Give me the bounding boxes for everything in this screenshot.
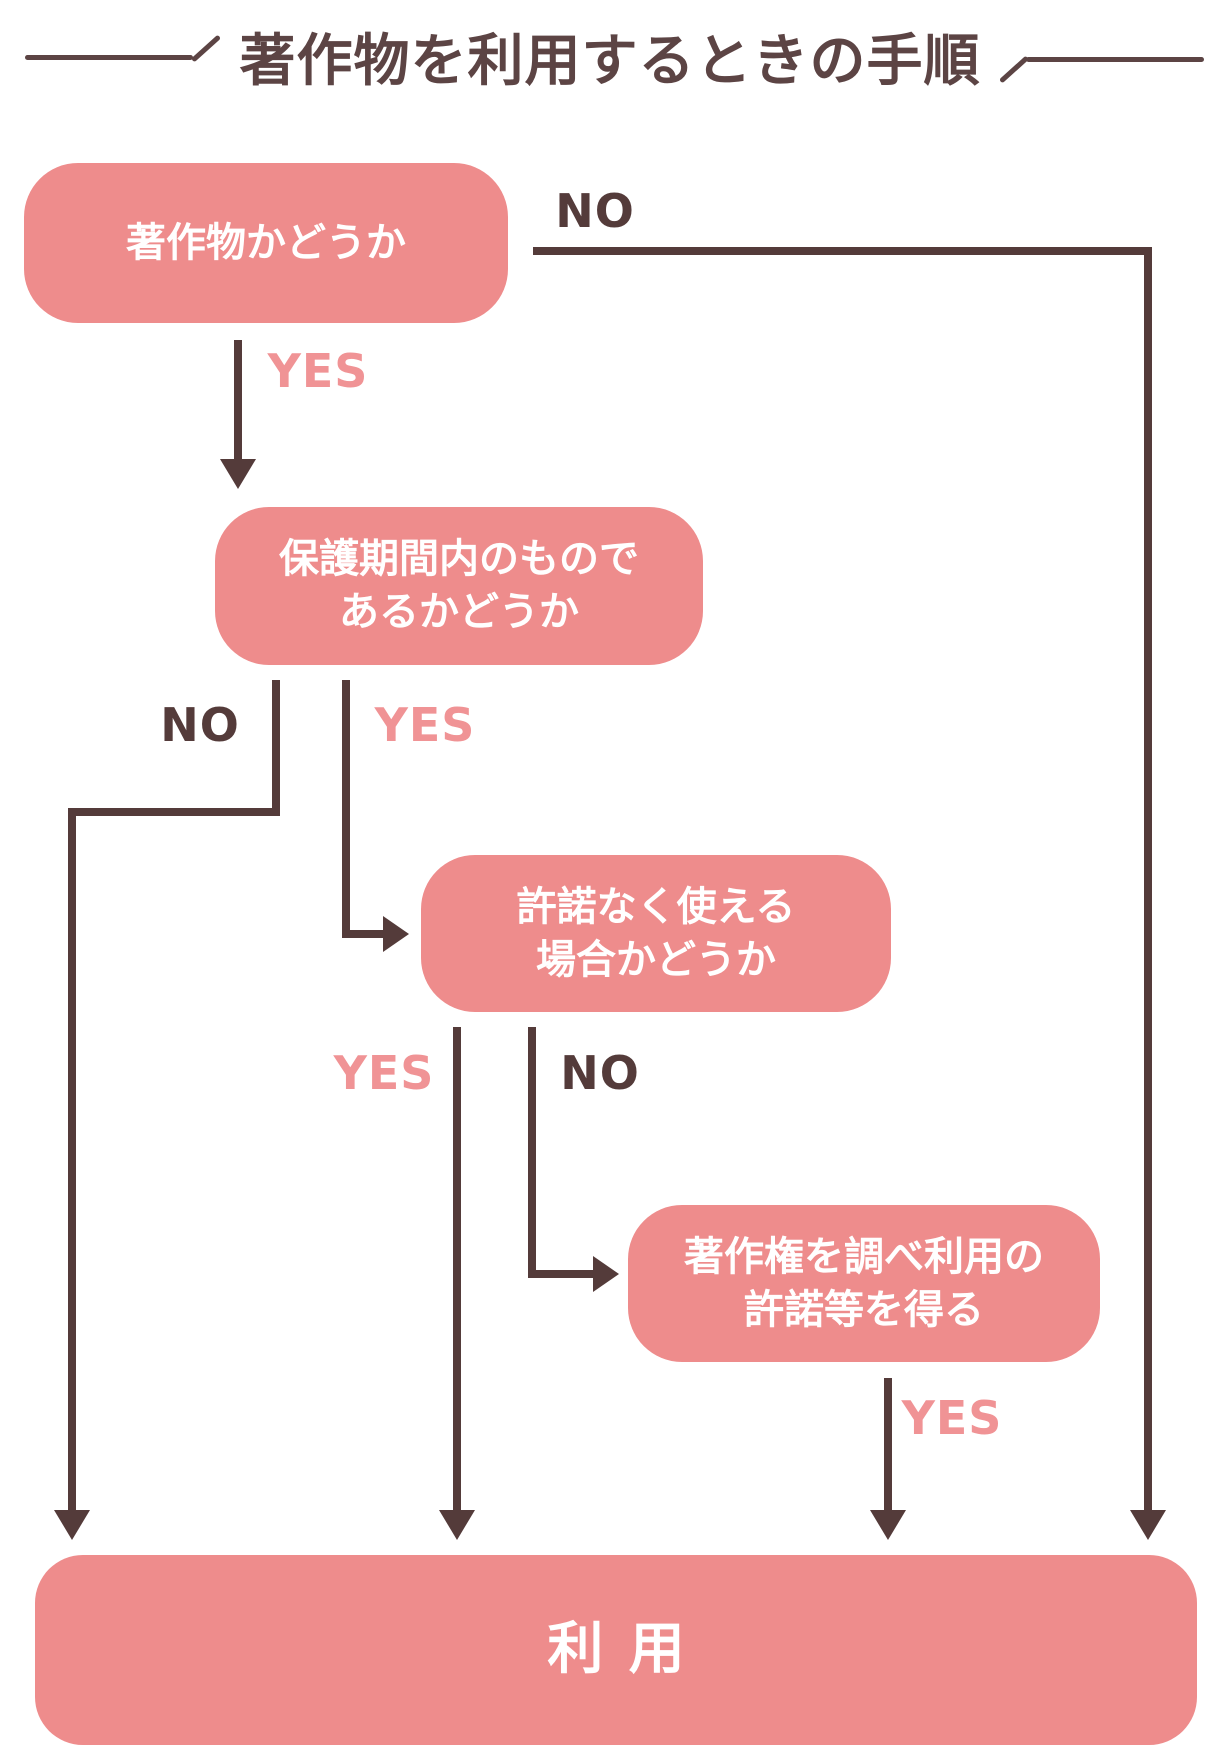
flow-node-license: 許諾なく使える 場合かどうか bbox=[421, 855, 891, 1012]
edge-label-permission-yes: YES bbox=[901, 1391, 1003, 1445]
edge-period-no-arrowhead-icon bbox=[54, 1510, 90, 1540]
flow-node-use-label: 利用 bbox=[547, 1617, 710, 1683]
flow-node-license-line2: 場合かどうか bbox=[536, 936, 776, 983]
flow-node-period: 保護期間内のもので あるかどうか bbox=[215, 507, 703, 665]
edge-work-no-arrowhead-icon bbox=[1130, 1510, 1166, 1540]
edge-license-no-hline bbox=[528, 1270, 594, 1278]
edge-label-period-yes: YES bbox=[374, 698, 476, 752]
edge-period-yes-arrowhead-icon bbox=[383, 916, 409, 952]
edge-work-yes-vline bbox=[234, 340, 242, 465]
flow-node-permission-line2: 許諾等を得る bbox=[744, 1286, 984, 1333]
edge-label-period-no: NO bbox=[160, 698, 240, 752]
edge-period-no-hline bbox=[68, 808, 280, 816]
edge-label-license-no: NO bbox=[560, 1046, 640, 1100]
edge-period-yes-vline bbox=[342, 680, 350, 938]
edge-permission-yes-arrowhead-icon bbox=[870, 1510, 906, 1540]
flow-node-permission: 著作権を調べ利用の 許諾等を得る bbox=[628, 1205, 1100, 1362]
title-rule-left bbox=[25, 55, 193, 60]
edge-label-license-yes: YES bbox=[333, 1046, 435, 1100]
title-rule-right bbox=[1026, 57, 1204, 62]
edge-license-yes-arrowhead-icon bbox=[439, 1510, 475, 1540]
flow-node-license-line1: 許諾なく使える bbox=[516, 883, 796, 930]
edge-work-yes-arrowhead-icon bbox=[220, 459, 256, 489]
flow-node-work: 著作物かどうか bbox=[24, 163, 508, 323]
edge-license-no-arrowhead-icon bbox=[593, 1256, 619, 1292]
flow-node-use: 利用 bbox=[35, 1555, 1197, 1745]
flow-node-work-label: 著作物かどうか bbox=[126, 219, 406, 266]
edge-label-work-no: NO bbox=[555, 184, 635, 238]
page-title: 著作物を利用するときの手順 bbox=[239, 29, 981, 94]
edge-period-yes-hline bbox=[342, 930, 384, 938]
flow-node-period-line2: あるかどうか bbox=[339, 589, 579, 635]
edge-license-yes-vline bbox=[453, 1027, 461, 1510]
edge-work-no-vline bbox=[1144, 247, 1152, 1510]
flow-node-permission-line1: 著作権を調べ利用の bbox=[684, 1233, 1044, 1280]
edge-permission-yes-vline bbox=[884, 1378, 892, 1510]
flow-node-period-line1: 保護期間内のもので bbox=[279, 536, 639, 583]
edge-label-work-yes: YES bbox=[267, 344, 369, 398]
edge-period-no-vline1 bbox=[272, 680, 280, 816]
edge-work-no-hline bbox=[533, 247, 1152, 255]
edge-license-no-vline bbox=[528, 1027, 536, 1278]
edge-period-no-vline2 bbox=[68, 808, 76, 1510]
